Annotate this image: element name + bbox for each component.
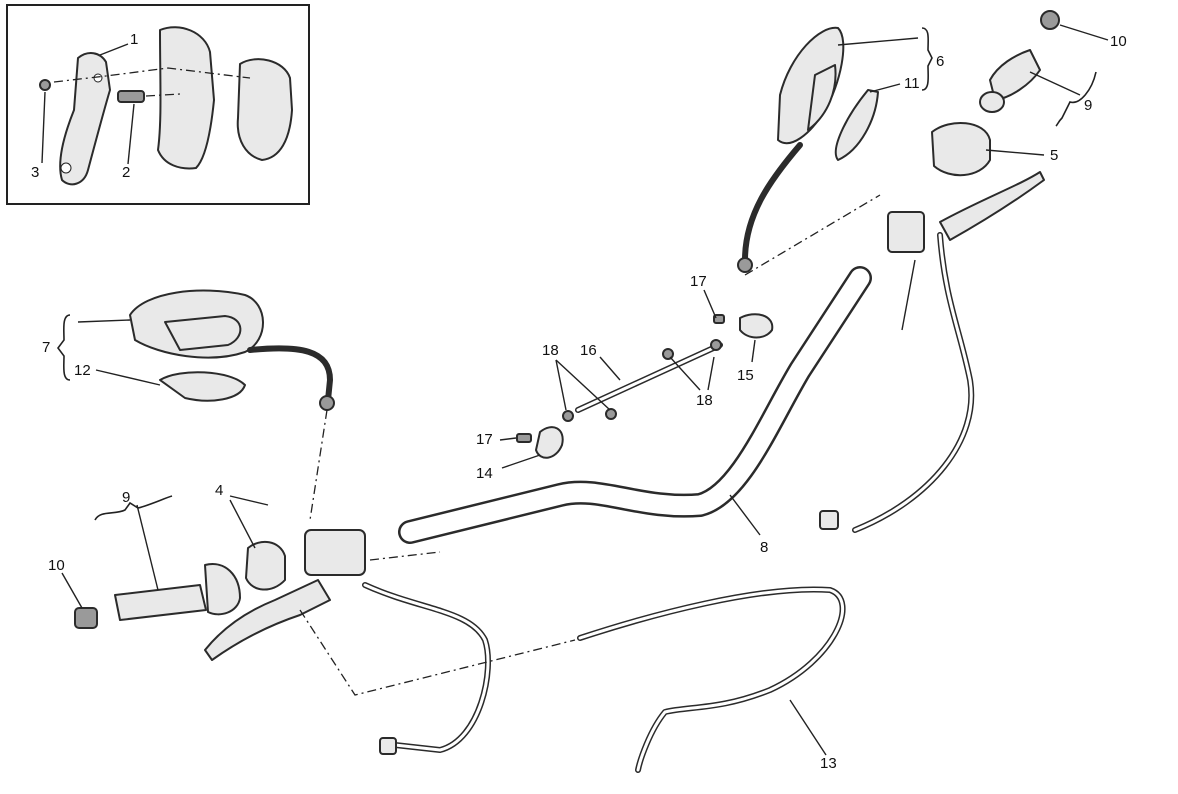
left-mirror — [129, 289, 335, 411]
callout-10-left: 10 — [48, 557, 65, 574]
callout-16: 16 — [580, 342, 597, 359]
callout-3: 3 — [31, 164, 39, 181]
clamp-upper-part — [157, 26, 215, 170]
mirror-cover-part-11 — [834, 89, 879, 161]
screw-part-2 — [117, 90, 145, 103]
callout-6: 6 — [936, 53, 944, 70]
callout-17-top: 17 — [690, 273, 707, 290]
brace-9-right — [1055, 71, 1097, 127]
left-grip — [74, 563, 241, 629]
brace-7 — [57, 314, 71, 381]
brace-9-left — [94, 495, 173, 521]
callout-10-right: 10 — [1110, 33, 1127, 50]
right-mirror — [737, 26, 879, 273]
clamp-lower-part — [236, 58, 293, 161]
bolt-part-3 — [39, 79, 51, 91]
throttle-knob-part-4 — [245, 540, 286, 591]
callout-18-right: 18 — [696, 392, 713, 409]
right-grip — [979, 10, 1060, 113]
connection-lines — [299, 194, 881, 696]
callout-9-left: 9 — [122, 489, 130, 506]
callout-7: 7 — [42, 339, 50, 356]
callout-2: 2 — [122, 164, 130, 181]
mirror-cover-part-12 — [159, 371, 246, 402]
callout-8: 8 — [760, 539, 768, 556]
callout-17-bottom: 17 — [476, 431, 493, 448]
handlebar-tube — [398, 266, 872, 544]
callout-14: 14 — [476, 465, 493, 482]
throttle-cable — [577, 586, 846, 773]
right-control-assembly — [819, 121, 1045, 533]
bar-clamp-link — [516, 313, 774, 459]
callout-5: 5 — [1050, 147, 1058, 164]
callout-1: 1 — [130, 31, 138, 48]
callout-12: 12 — [74, 362, 91, 379]
bar-end-right — [1040, 10, 1060, 30]
callout-18-left: 18 — [542, 342, 559, 359]
detail-inset: 1 2 3 — [6, 4, 310, 205]
leader-lines — [61, 24, 1109, 756]
callout-11: 11 — [904, 75, 920, 92]
callout-4: 4 — [215, 482, 223, 499]
callout-labels: 6 11 5 10 9 7 12 8 4 9 10 15 14 16 18 18… — [42, 33, 1127, 772]
bar-end-left — [74, 607, 98, 629]
callout-9-right: 9 — [1084, 97, 1092, 114]
callout-15: 15 — [737, 367, 754, 384]
brace-6 — [921, 27, 933, 91]
bracket-part-1 — [59, 52, 111, 186]
left-control-assembly — [204, 529, 491, 755]
callout-13: 13 — [820, 755, 837, 772]
